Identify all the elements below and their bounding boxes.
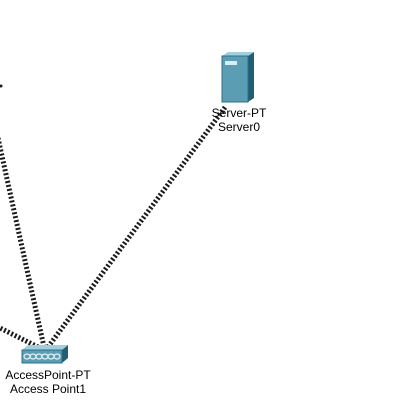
wireless-link-ap-offscreen-left[interactable]	[0, 325, 40, 350]
wireless-link-ap-server[interactable]	[45, 104, 229, 349]
access-point-label: AccessPoint-PT Access Point1	[0, 368, 96, 396]
server-model-text: Server-PT	[211, 106, 267, 120]
server-icon[interactable]	[221, 52, 254, 103]
access-point-icon[interactable]	[21, 345, 68, 364]
link-fragment	[0, 84, 3, 88]
server-name-text: Server0	[217, 120, 261, 134]
access-point-name-text: Access Point1	[9, 382, 87, 396]
wireless-link-ap-offscreen-upper[interactable]	[0, 137, 47, 348]
access-point-model-text: AccessPoint-PT	[5, 368, 91, 382]
server-label: Server-PT Server0	[196, 106, 282, 134]
